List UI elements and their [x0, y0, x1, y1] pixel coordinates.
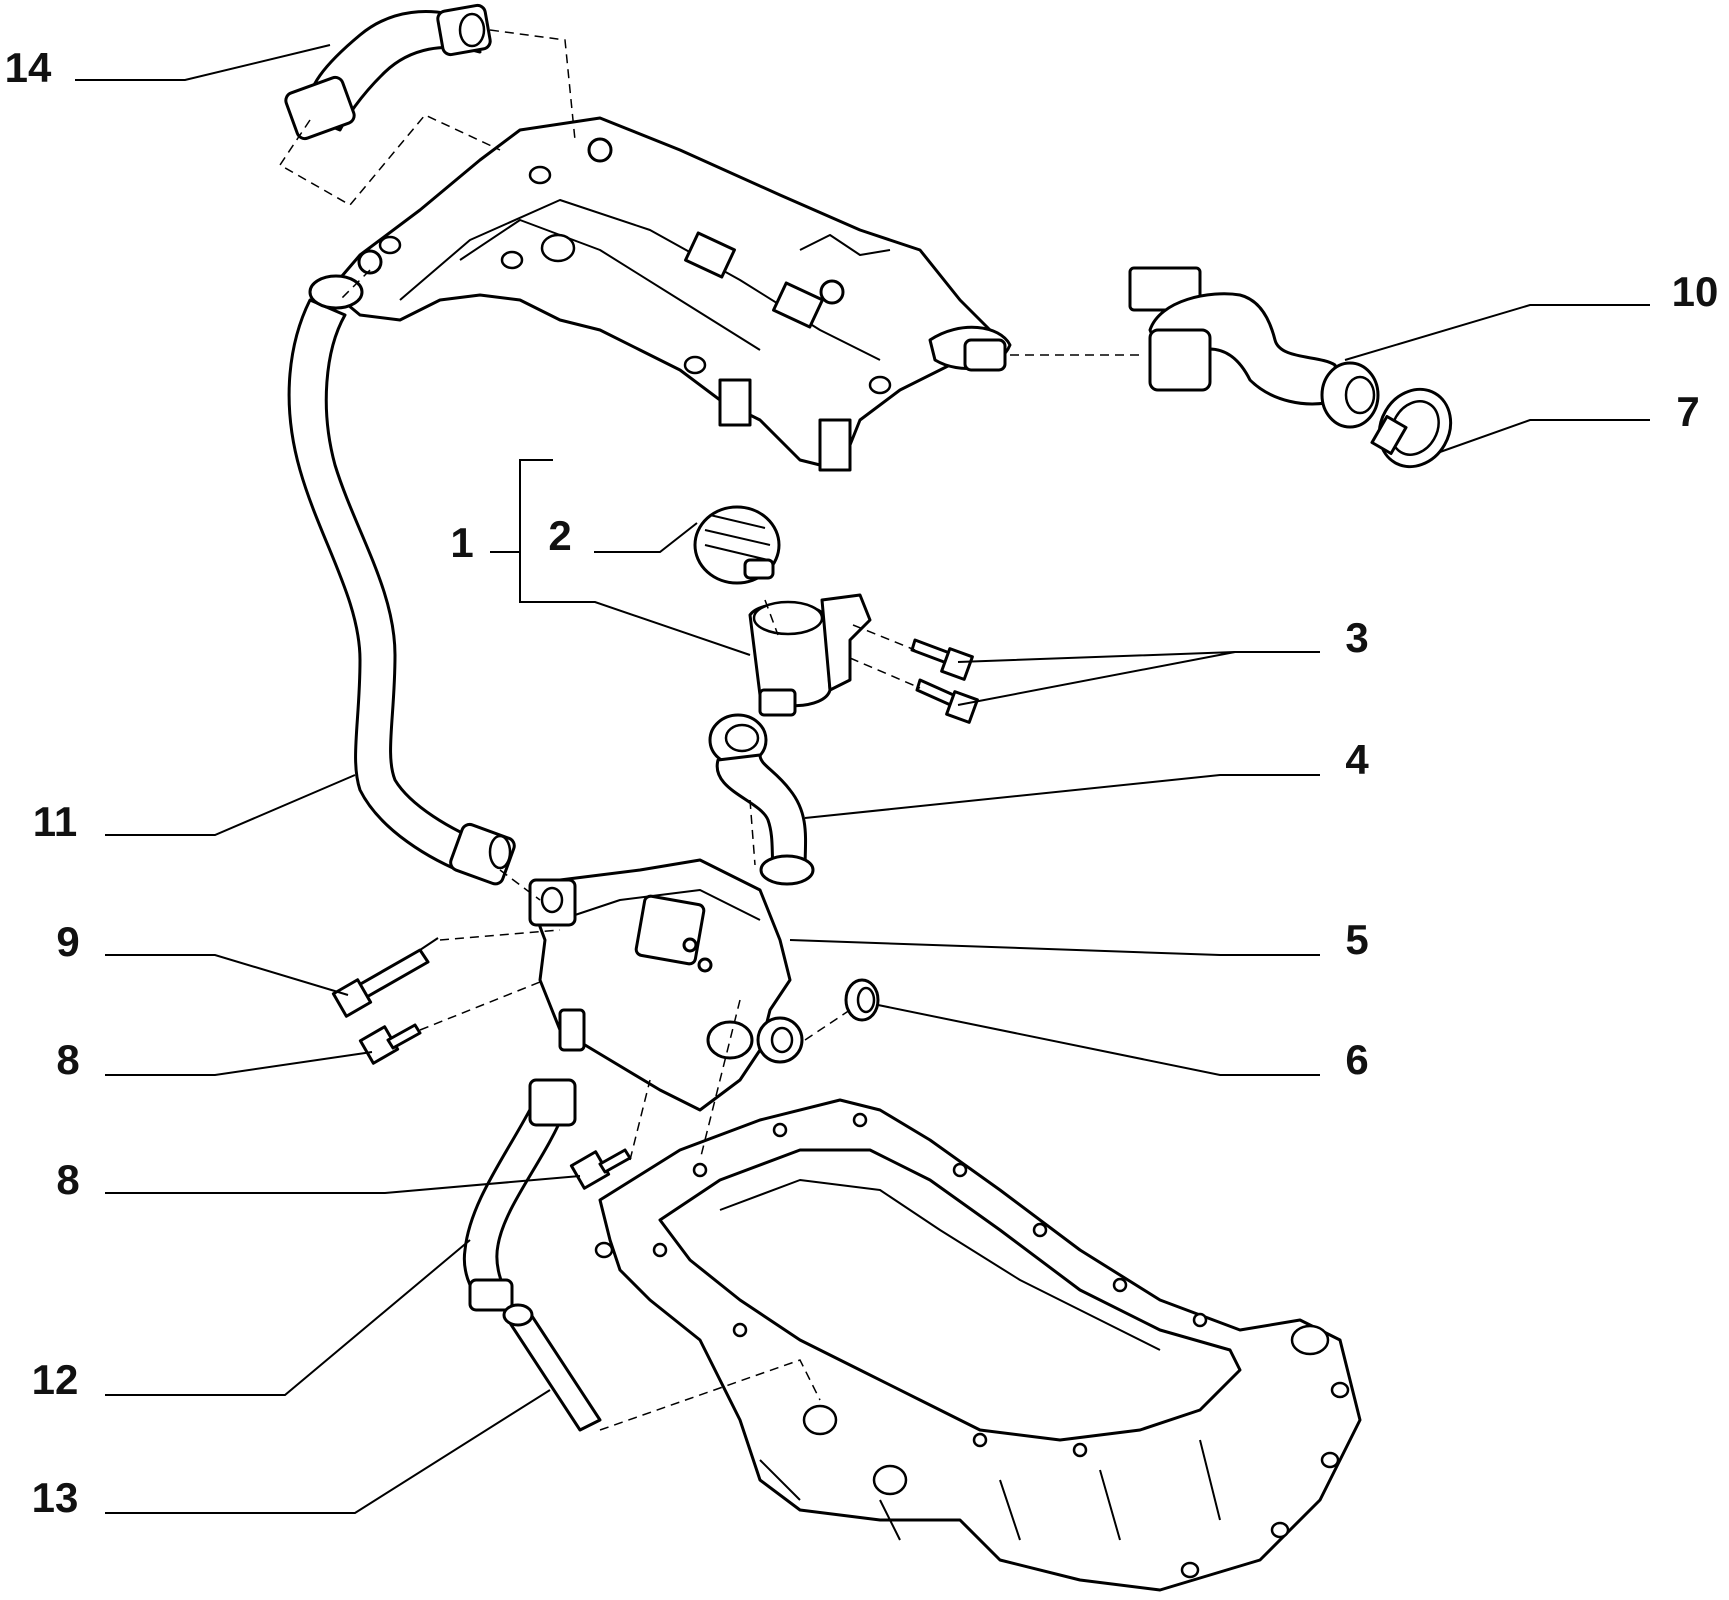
- callout-13: 13: [31, 1474, 79, 1521]
- hose-10: [1128, 266, 1380, 429]
- housing-5: [528, 858, 804, 1112]
- filler-neck-1: [748, 593, 872, 717]
- seal-6: [844, 978, 880, 1022]
- bolts-3: [910, 638, 979, 724]
- callout-4: 4: [1345, 736, 1369, 783]
- pipe-13: [502, 1303, 602, 1432]
- callout-8-upper: 8: [56, 1036, 80, 1083]
- callout-10: 10: [1671, 268, 1719, 315]
- callout-8-lower: 8: [56, 1156, 80, 1203]
- hose-12: [462, 1078, 577, 1312]
- callout-7: 7: [1676, 388, 1700, 435]
- cylinder-head-cover: [319, 116, 1012, 472]
- hose-4: [708, 713, 815, 886]
- bolt-8-lower: [569, 1148, 632, 1190]
- leader-lines: [75, 44, 1650, 1514]
- clamp-7: [1370, 387, 1453, 469]
- callout-6: 6: [1345, 1036, 1369, 1083]
- callout-2: 2: [548, 512, 572, 559]
- callout-9: 9: [56, 918, 80, 965]
- assembly-lines: [278, 29, 1140, 1431]
- callout-14: 14: [4, 44, 52, 91]
- bolt-8-upper: [358, 1023, 422, 1065]
- cap-2: [693, 505, 781, 585]
- callout-11: 11: [32, 798, 78, 845]
- callout-5: 5: [1345, 916, 1369, 963]
- oil-pan: [594, 1098, 1362, 1592]
- bolt-9: [331, 937, 439, 1018]
- hose-14: [284, 3, 492, 141]
- hose-11: [287, 274, 516, 886]
- callout-3: 3: [1345, 614, 1369, 661]
- callout-12: 12: [31, 1356, 79, 1403]
- callout-1: 1: [450, 519, 474, 566]
